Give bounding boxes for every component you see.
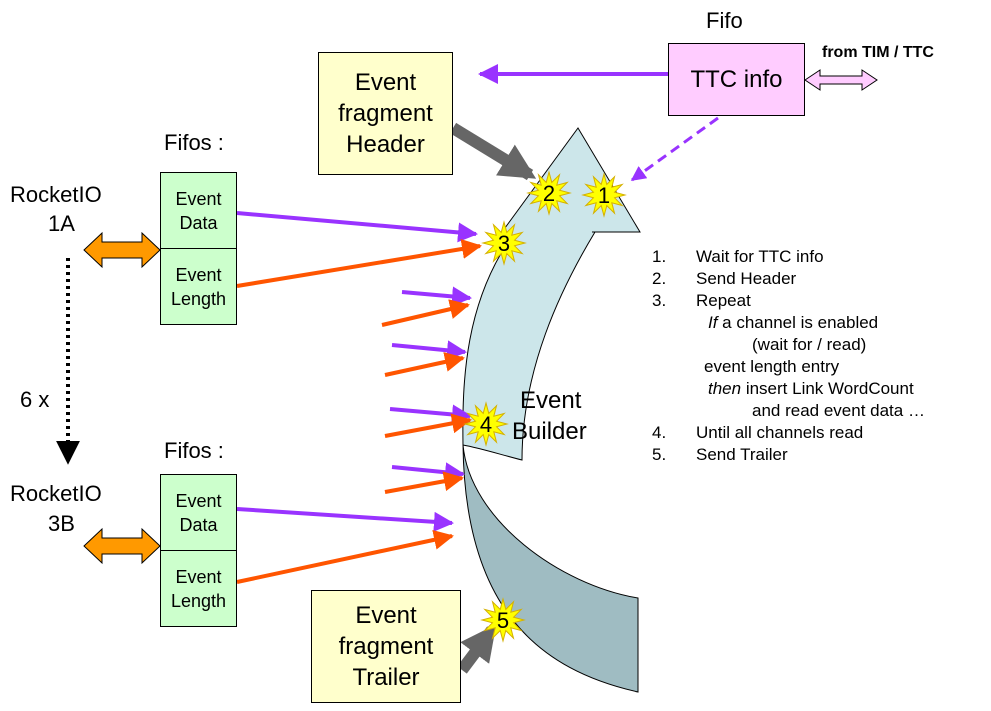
- fifo-bottom-event-length: Event Length: [160, 550, 237, 627]
- rocketio-3b-line-2: 3B: [48, 511, 75, 536]
- fifo-top-event-length: Event Length: [160, 248, 237, 325]
- six-x-label: 6 x: [20, 387, 50, 412]
- step-star-4: [463, 401, 509, 447]
- event-builder-line-2: Builder: [512, 418, 587, 445]
- tim-ttc-double-arrow: [804, 69, 878, 91]
- step-star-number: 5: [497, 608, 509, 633]
- ttc-info-box: TTC info: [668, 43, 805, 116]
- star-layer: 1 2 3 4 5: [463, 170, 627, 643]
- step-text: and read event data …: [752, 401, 925, 420]
- step-rest: insert Link WordCount: [741, 379, 914, 398]
- fifo-top-data-line-2: Data: [179, 212, 218, 233]
- trailer-line-1: Event: [355, 602, 417, 629]
- event-builder-line-1: Event: [520, 387, 582, 414]
- fifo-bottom-length-line-1: Event: [175, 566, 222, 587]
- length-arrow-top: [236, 239, 482, 288]
- step-star-number: 1: [598, 183, 610, 208]
- header-line-2: fragment: [338, 100, 433, 127]
- fifo-top-event-data: Event Data: [160, 172, 237, 249]
- trailer-line-3: Trailer: [352, 664, 420, 691]
- fifo-top-data-line-1: Event: [175, 188, 222, 209]
- trailer-box: Event fragment Trailer: [311, 590, 461, 703]
- fifo-top-label: Fifo: [706, 8, 743, 33]
- rocketio-3b-line-1: RocketIO: [10, 481, 102, 506]
- step-text: Wait for TTC info: [696, 247, 824, 266]
- step-text: (wait for / read): [752, 335, 867, 354]
- step-text: If a channel is enabled: [708, 312, 878, 334]
- length-arrow-bottom: [236, 529, 454, 584]
- header-line-3: Header: [346, 131, 425, 158]
- fifo-bottom-data-line-2: Data: [179, 514, 218, 535]
- rocketio-3b-link: [83, 527, 161, 565]
- ttc-info-label: TTC info: [690, 65, 783, 93]
- builder-arc-lower: [462, 444, 639, 693]
- fifos-bottom-label: Fifos :: [164, 438, 224, 463]
- step-number: 4.: [652, 423, 667, 442]
- header-box: Event fragment Header: [318, 52, 453, 175]
- header-line-1: Event: [354, 69, 417, 96]
- step-rest: a channel is enabled: [717, 313, 879, 332]
- step-number: 1.: [652, 247, 667, 266]
- builder-arrowhead: [501, 127, 641, 233]
- rocketio-1a-link: [83, 231, 161, 269]
- step-number: 2.: [652, 269, 667, 288]
- data-arrow-top: [236, 211, 478, 243]
- ttc-dashed-arrow: [630, 116, 719, 182]
- step-star-1: [581, 172, 627, 218]
- fifo-bottom-event-data: Event Data: [160, 474, 237, 551]
- step-number: 3.: [652, 291, 667, 310]
- fifo-top-length-line-1: Event: [175, 264, 222, 285]
- step-text: Until all channels read: [696, 423, 864, 442]
- step-text: then insert Link WordCount: [708, 378, 914, 400]
- step-star-3: [481, 220, 527, 266]
- step-star-number: 2: [543, 181, 555, 206]
- channel-arrows: [381, 286, 472, 494]
- step-number: 5.: [652, 445, 667, 464]
- rocketio-1a-line-1: RocketIO: [10, 182, 102, 207]
- trailer-to-builder-arrow: [457, 624, 497, 674]
- step-text: Send Trailer: [696, 445, 788, 464]
- fifo-bottom-data-line-1: Event: [175, 490, 222, 511]
- step-star-number: 3: [498, 231, 510, 256]
- trailer-line-2: fragment: [338, 633, 434, 660]
- header-to-builder-arrow: [449, 122, 537, 181]
- fifo-top-length-line-2: Length: [170, 288, 227, 309]
- fifo-bottom-length-line-2: Length: [170, 590, 227, 611]
- step-emphasis: If: [708, 313, 718, 332]
- step-star-number: 4: [480, 412, 492, 437]
- from-tim-ttc-label: from TIM / TTC: [822, 44, 934, 61]
- step-text: Send Header: [696, 269, 797, 288]
- builder-arc-upper: [462, 231, 596, 461]
- step-star-2: [526, 170, 572, 216]
- step-emphasis: then: [708, 379, 742, 398]
- fifos-top-label: Fifos :: [164, 130, 224, 155]
- step-text: Repeat: [696, 291, 751, 310]
- step-text: event length entry: [704, 357, 840, 376]
- data-arrow-bottom: [236, 507, 454, 532]
- rocketio-1a-line-2: 1A: [48, 211, 75, 236]
- step-star-5: [480, 597, 526, 643]
